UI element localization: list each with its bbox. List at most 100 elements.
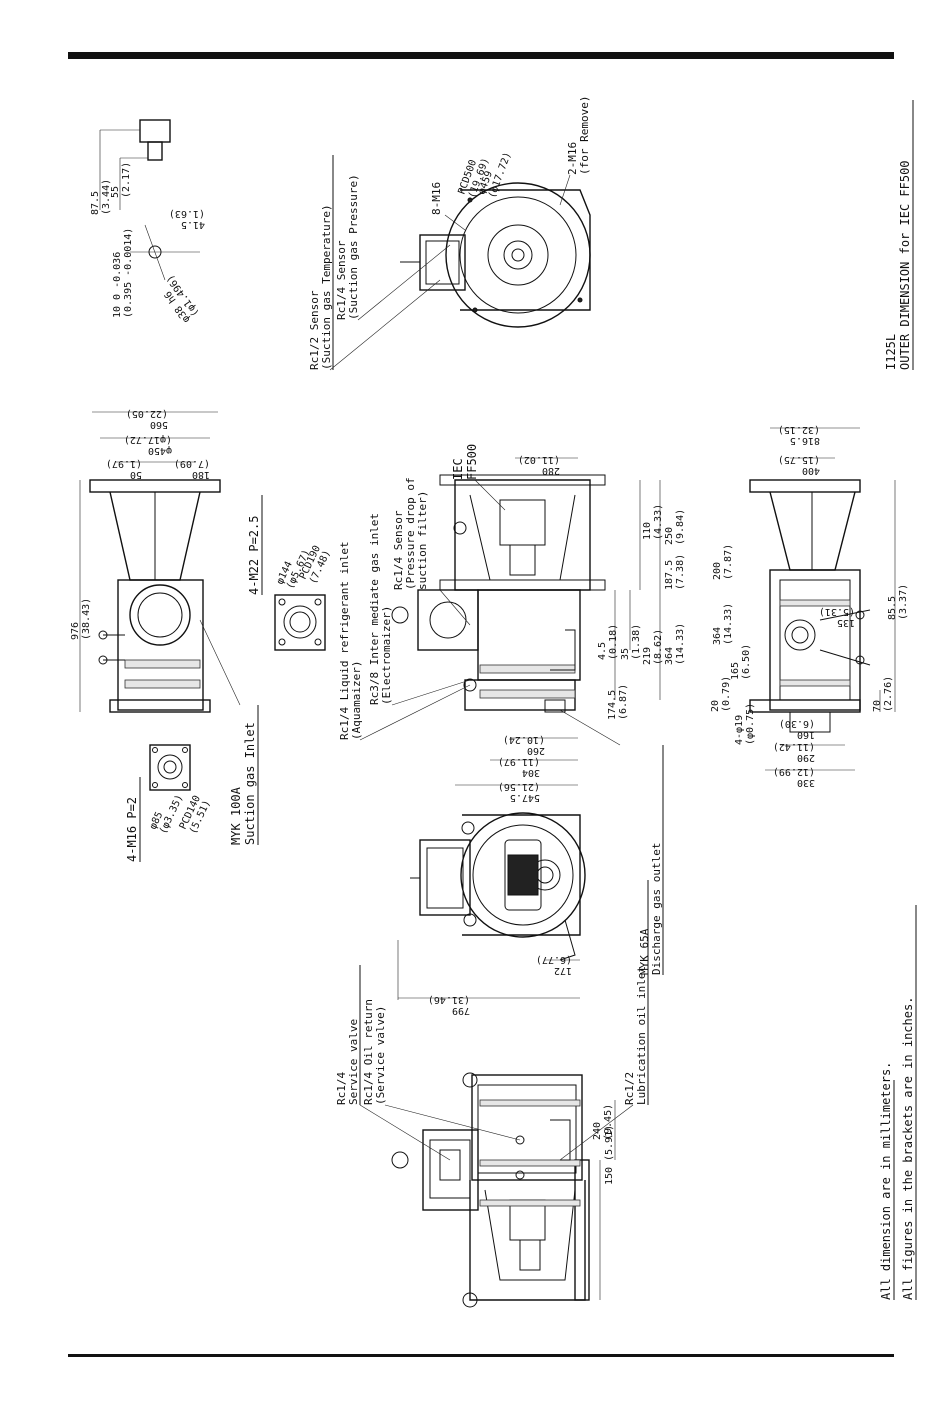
header-rule	[68, 52, 894, 59]
dim-180-in: (7.09)	[174, 458, 210, 469]
callout-intermediate-2: (Electromaizer)	[380, 606, 393, 705]
dim-250-in: (9.84)	[675, 509, 686, 545]
dim-87-5-in: (3.44)	[101, 179, 112, 215]
view-end-right	[400, 182, 591, 328]
dim-4-phi19: 4-φ19	[734, 715, 745, 745]
callout-service-valve-1: Rc1/4	[335, 1072, 348, 1105]
callout-discharge-1: MYK 65A	[638, 928, 651, 975]
dim-20-in: (0.79)	[721, 676, 732, 712]
dim-phi450: φ450	[148, 445, 172, 456]
dim-165-in: (6.50)	[741, 644, 752, 680]
dim-200-in: (15.75)	[778, 454, 820, 465]
dim-816-5-in: (3.37)	[898, 584, 909, 620]
shaft-detail	[99, 119, 200, 281]
callout-suction-press-2: (Suction gas Pressure)	[347, 174, 360, 320]
dim-4-5: 4.5	[597, 642, 608, 660]
dim-816-5: 85.5	[887, 596, 898, 620]
dim-280-in: (11.02)	[518, 454, 560, 465]
view-side	[391, 457, 661, 786]
dim-547-5-in: (21.56)	[498, 781, 540, 792]
dim-290: 290	[797, 752, 815, 763]
dim-200: 400	[802, 465, 820, 476]
view-plan-left	[79, 411, 221, 713]
callout-intermediate-1: Rc3/8 Inter mediate gas inlet	[368, 513, 381, 705]
dim-240-in: (9.45)	[603, 1104, 614, 1140]
dim-364-end: 364	[712, 627, 723, 645]
dim-150: 150	[604, 1167, 615, 1185]
dim-240: 240	[592, 1122, 603, 1140]
dim-260-in: (10.24)	[503, 734, 545, 745]
callout-4-m22: 4-M22 P=2.5	[247, 516, 261, 595]
callout-liquid-inlet-1: Rc1/4 Liquid refrigerant inlet	[338, 541, 351, 740]
dim-50-in: (1.97)	[106, 458, 142, 469]
dim-180: 180	[192, 469, 210, 480]
dim-976-in: (38.43)	[81, 598, 92, 640]
view-end-bottom	[749, 427, 896, 771]
dim-304: 304	[522, 767, 540, 778]
callout-suction-press-1: Rc1/4 Sensor	[335, 240, 348, 320]
dim-4-phi19-in: (φ0.75)	[745, 703, 756, 745]
callout-liquid-inlet-2: (Aquamaizer)	[350, 661, 363, 740]
dim-304-in: (11.97)	[498, 756, 540, 767]
callout-oil-return-2: (Service valve)	[374, 1006, 387, 1105]
dim-364-side-in: (14.33)	[675, 623, 686, 665]
dim-976: 976	[70, 622, 81, 640]
callout-2-m16-2: (for Remove)	[578, 96, 591, 175]
callout-service-valve-2: Service valve	[347, 1019, 360, 1105]
flange-m22	[274, 594, 326, 651]
title-description: OUTER DIMENSION for IEC FF500	[898, 160, 912, 370]
dim-547-5: 547.5	[510, 792, 540, 803]
note-inches: All figures in the brackets are in inche…	[901, 997, 915, 1300]
dim-70-in: (2.76)	[883, 676, 894, 712]
dim-187-5-in: (7.38)	[675, 554, 686, 590]
dim-364-end-in: (14.33)	[723, 603, 734, 645]
callout-8-m16: 8-M16	[430, 182, 443, 215]
view-front	[397, 812, 586, 1000]
flange-m16	[149, 744, 191, 791]
dim-165: 165	[730, 662, 741, 680]
dim-330-in: (12.99)	[773, 766, 815, 777]
callout-lubrication-2: Lubrication oil inlet	[635, 966, 648, 1105]
dim-41-5: 41.5	[181, 219, 205, 230]
callout-iec: IEC	[451, 458, 465, 480]
callout-lubrication-1: Rc1/2	[623, 1072, 636, 1105]
callout-sensor-filter-1: Rc1/4 Sensor	[392, 510, 405, 590]
dim-187-5: 187.5	[664, 560, 675, 590]
dim-219-in: (8.62)	[653, 629, 664, 665]
callout-discharge-2: Discharge gas outlet	[650, 843, 663, 975]
dim-135-in: (5.31)	[819, 606, 855, 617]
dim-35: 35	[620, 648, 631, 660]
dim-55: 55	[110, 186, 121, 198]
dim-250: 250	[664, 527, 675, 545]
dim-400-in: (32.15)	[778, 424, 820, 435]
dim-10-tol: 10 0 -0.036	[112, 252, 123, 318]
dim-70: 70	[872, 700, 883, 712]
dim-560: 560	[150, 419, 168, 430]
dim-219: 219	[642, 647, 653, 665]
dim-85-5-in: (7.87)	[723, 544, 734, 580]
dim-110-in: (4.33)	[653, 504, 664, 540]
dim-799: 799	[452, 1005, 470, 1016]
dim-55-in: (2.17)	[121, 162, 132, 198]
dim-290-in: (11.42)	[773, 741, 815, 752]
dim-260: 260	[527, 745, 545, 756]
callout-4-m16: 4-M16 P=2	[125, 797, 139, 862]
callout-sensor-filter-3: suction filter)	[416, 491, 429, 590]
footer-rule	[68, 1354, 894, 1357]
dim-50: 50	[130, 469, 142, 480]
dim-364-side: 364	[664, 647, 675, 665]
callout-suction-gas-inlet: Suction gas Inlet	[243, 722, 257, 845]
callout-ff500: FF500	[465, 444, 479, 480]
title-model: I125L	[884, 334, 898, 370]
callout-oil-return-1: Rc1/4 Oil return	[362, 999, 375, 1105]
dim-87-5: 87.5	[90, 191, 101, 215]
dim-phi450-in: (φ17.72)	[124, 434, 172, 445]
dim-560-in: (22.05)	[126, 408, 168, 419]
dim-160: 160	[797, 729, 815, 740]
dim-10-tol-in: (0.395 -0.0014)	[123, 228, 134, 318]
callout-myk100a: MYK 100A	[229, 786, 243, 845]
dim-174-5-in: (6.87)	[618, 684, 629, 720]
dim-172: 172	[554, 965, 572, 976]
dim-35-in: (1.38)	[631, 624, 642, 660]
